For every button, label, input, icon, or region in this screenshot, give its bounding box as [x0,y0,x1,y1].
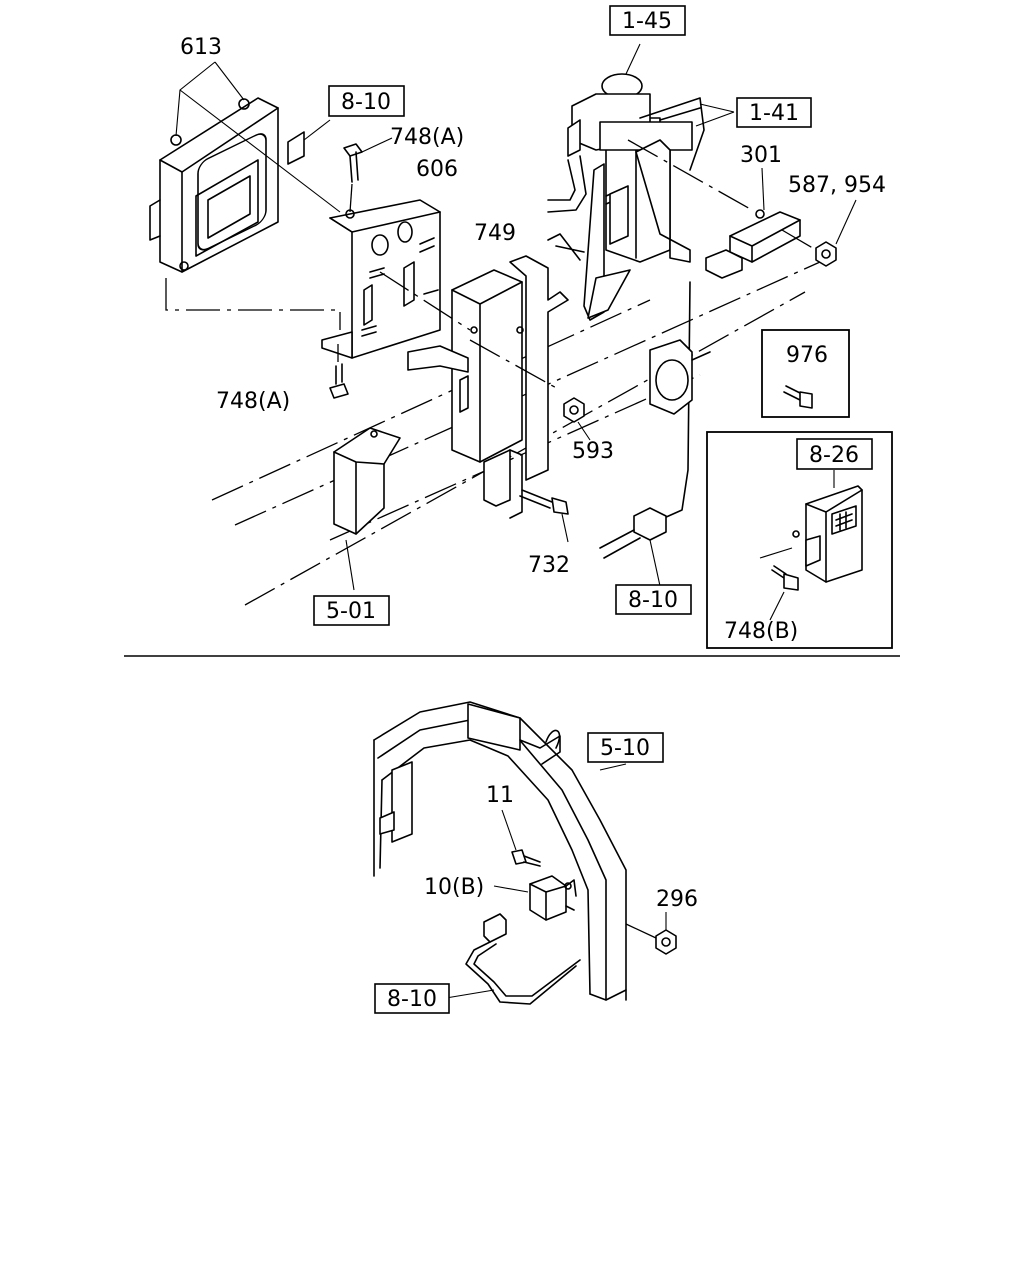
svg-text:5-10: 5-10 [600,736,650,761]
svg-text:1-45: 1-45 [622,9,672,34]
bracket-301 [663,167,801,519]
control-unit-613 [149,97,279,273]
nut-593 [563,397,591,441]
ref-8-10-mid: 8-10 [615,584,692,615]
label-301: 301 [740,143,782,168]
svg-text:8-10: 8-10 [341,90,391,115]
svg-text:8-26: 8-26 [809,443,859,468]
bolt-11 [501,809,541,867]
harness-plug [599,507,667,587]
ref-1-41: 1-41 [736,97,812,128]
svg-text:1-41: 1-41 [749,101,799,126]
bracket-606 [321,199,441,359]
bolt-748a-bottom [329,344,349,399]
ref-1-45: 1-45 [609,5,686,36]
label-748b: 748(B) [724,619,798,644]
sensor-10b [493,875,577,921]
bracket-749 [379,255,569,519]
svg-text:5-01: 5-01 [326,599,376,624]
ref-5-01: 5-01 [313,595,390,626]
ref-8-10-bottom: 8-10 [374,983,450,1014]
label-976: 976 [786,343,828,368]
label-748a-top: 748(A) [390,125,464,150]
inset-976 [761,329,850,418]
nut-587-954 [781,199,857,267]
label-749: 749 [474,221,516,246]
inset-8-26 [706,431,893,649]
label-10b: 10(B) [424,875,484,900]
frame-gusset [333,427,401,591]
harness-lower [445,913,581,1005]
leader-613 [165,61,341,330]
leader-1-41 [627,103,753,211]
label-748a-bottom: 748(A) [216,389,290,414]
svg-text:8-10: 8-10 [628,588,678,613]
label-732: 732 [528,553,570,578]
bolt-748a-top [343,137,393,213]
nut-296 [625,912,677,955]
ref-5-10: 5-10 [587,732,664,763]
label-11: 11 [486,783,514,808]
valve-assembly [547,43,705,321]
bolt-732 [519,489,569,543]
label-587-954: 587, 954 [788,173,886,198]
label-593: 593 [572,439,614,464]
label-613: 613 [180,35,222,60]
cab-frame [373,701,627,1001]
ref-8-26: 8-26 [796,438,873,470]
svg-text:8-10: 8-10 [387,987,437,1012]
label-606: 606 [416,157,458,182]
label-296: 296 [656,887,698,912]
frame-boss [649,339,711,415]
ref-8-10-top: 8-10 [328,85,405,117]
connector-clip [287,119,331,165]
